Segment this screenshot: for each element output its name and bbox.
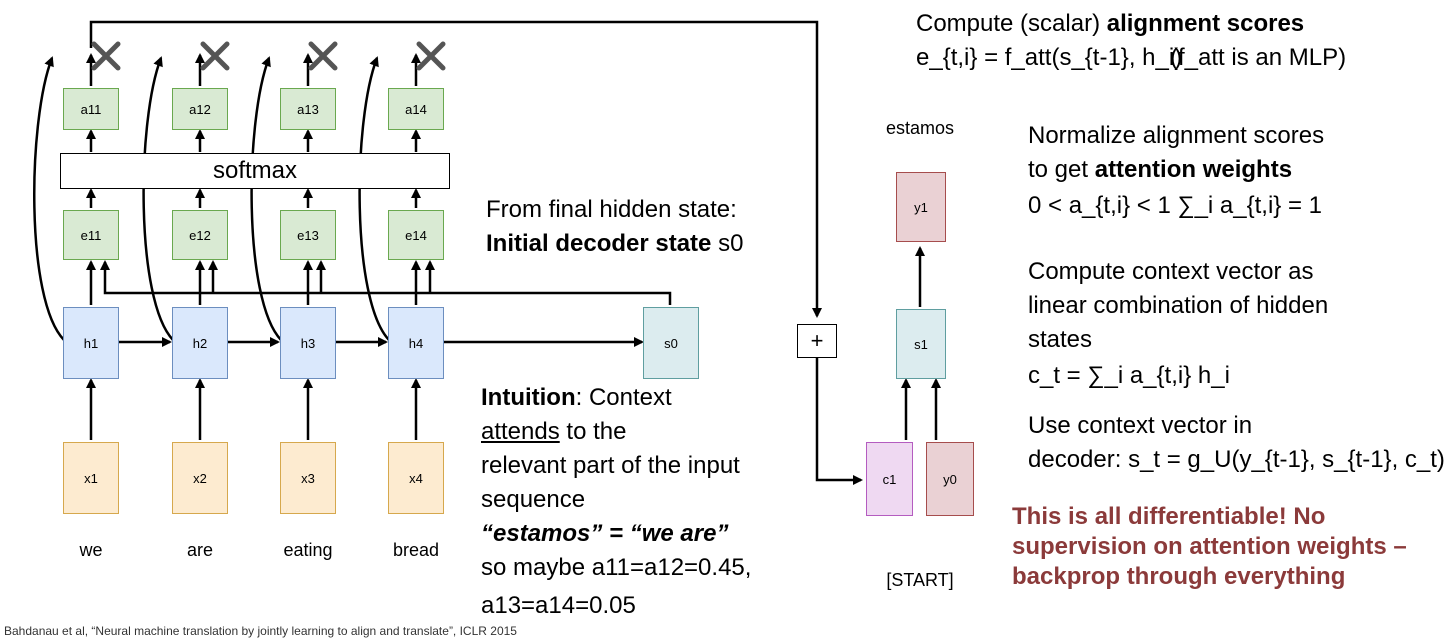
arrow-s0-e xyxy=(100,260,672,305)
caption-final-state-2-bold: Initial decoder state xyxy=(486,230,712,257)
plus-node: + xyxy=(797,324,837,358)
node-e11: e11 xyxy=(63,210,119,260)
node-a12: a12 xyxy=(172,88,228,130)
caption-context-3: states xyxy=(1028,326,1093,353)
node-y1: y1 xyxy=(896,172,946,242)
caption-intuition-2: attends to the xyxy=(481,416,626,448)
word-are: are xyxy=(186,540,213,560)
curve-h1-top xyxy=(33,56,65,341)
node-y0: y0 xyxy=(926,442,974,516)
word-bread: bread xyxy=(392,540,440,560)
caption-intuition-4: sequence xyxy=(481,486,586,513)
caption-final-state-2-tail: s0 xyxy=(711,230,744,257)
node-h3: h3 xyxy=(280,307,336,379)
citation: Bahdanau et al, “Neural machine translat… xyxy=(4,624,517,638)
caption-use-1: Use context vector in xyxy=(1028,412,1253,439)
word-we: we xyxy=(79,540,103,560)
caption-normalize-2-prefix: to get xyxy=(1028,156,1095,183)
cross-icon-1 xyxy=(91,41,121,71)
node-s1: s1 xyxy=(896,309,946,379)
node-e13: e13 xyxy=(280,210,336,260)
node-x3: x3 xyxy=(280,442,336,514)
caption-intuition-6: so maybe a11=a12=0.45, xyxy=(481,554,752,581)
caption-use-2: decoder: s_t = g_U(y_{t-1}, s_{t-1}, c_t… xyxy=(1028,446,1445,473)
node-c1: c1 xyxy=(866,442,913,516)
caption-intuition-attends: attends xyxy=(481,418,560,445)
formula-score-note: (f_att is an MLP) xyxy=(1170,44,1347,71)
arrow-plus-c1 xyxy=(815,358,863,485)
caption-normalize-1: Normalize alignment scores xyxy=(1028,122,1325,149)
node-a11: a11 xyxy=(63,88,119,130)
node-h2: h2 xyxy=(172,307,228,379)
node-x1: x1 xyxy=(63,442,119,514)
cross-icon-4 xyxy=(416,41,446,71)
caption-context-2: linear combination of hidden xyxy=(1028,292,1329,319)
caption-normalize-2: to get attention weights xyxy=(1028,154,1292,186)
node-x4: x4 xyxy=(388,442,444,514)
caption-compute-scores-bold: alignment scores xyxy=(1106,10,1305,37)
caption-intuition-2-tail: to the xyxy=(559,418,627,445)
caption-context-1: Compute context vector as xyxy=(1028,258,1314,285)
formula-context: c_t = ∑_i a_{t,i} h_i xyxy=(1028,362,1230,389)
cross-icon-3 xyxy=(308,41,338,71)
softmax-box: softmax xyxy=(60,153,450,189)
node-a13: a13 xyxy=(280,88,336,130)
node-e14: e14 xyxy=(388,210,444,260)
caption-intuition-5: “estamos” = “we are” xyxy=(481,520,729,547)
caption-final-state-1: From final hidden state: xyxy=(486,196,737,223)
context-bus xyxy=(89,20,822,318)
cross-icon-2 xyxy=(200,41,230,71)
curve-h3-top xyxy=(250,56,282,341)
caption-compute-scores: Compute (scalar) alignment scores xyxy=(916,8,1304,40)
caption-differentiable: This is all differentiable! No supervisi… xyxy=(1012,503,1407,590)
caption-intuition-7: a13=a14=0.05 xyxy=(481,592,636,619)
node-h4: h4 xyxy=(388,307,444,379)
curve-h4-top xyxy=(358,56,390,341)
caption-intuition-3: relevant part of the input xyxy=(481,452,740,479)
node-x2: x2 xyxy=(172,442,228,514)
caption-intuition-1-text: : Context xyxy=(575,384,672,411)
caption-normalize-2-bold: attention weights xyxy=(1094,156,1293,183)
caption-final-state-2: Initial decoder state s0 xyxy=(486,228,743,260)
caption-compute-scores-prefix: Compute (scalar) xyxy=(916,10,1107,37)
word-estamos: estamos xyxy=(885,118,955,138)
word-start: [START] xyxy=(886,570,954,590)
node-h1: h1 xyxy=(63,307,119,379)
node-a14: a14 xyxy=(388,88,444,130)
attention-diagram xyxy=(33,20,941,485)
caption-intuition-1: Intuition: Context xyxy=(481,382,672,414)
word-eating: eating xyxy=(283,540,333,560)
caption-intuition-bold: Intuition xyxy=(481,384,576,411)
curve-h2-top xyxy=(142,56,174,341)
formula-weights: 0 < a_{t,i} < 1 ∑_i a_{t,i} = 1 xyxy=(1028,192,1323,219)
formula-score: e_{t,i} = f_att(s_{t-1}, h_i) xyxy=(916,44,1183,71)
node-s0: s0 xyxy=(643,307,699,379)
node-e12: e12 xyxy=(172,210,228,260)
